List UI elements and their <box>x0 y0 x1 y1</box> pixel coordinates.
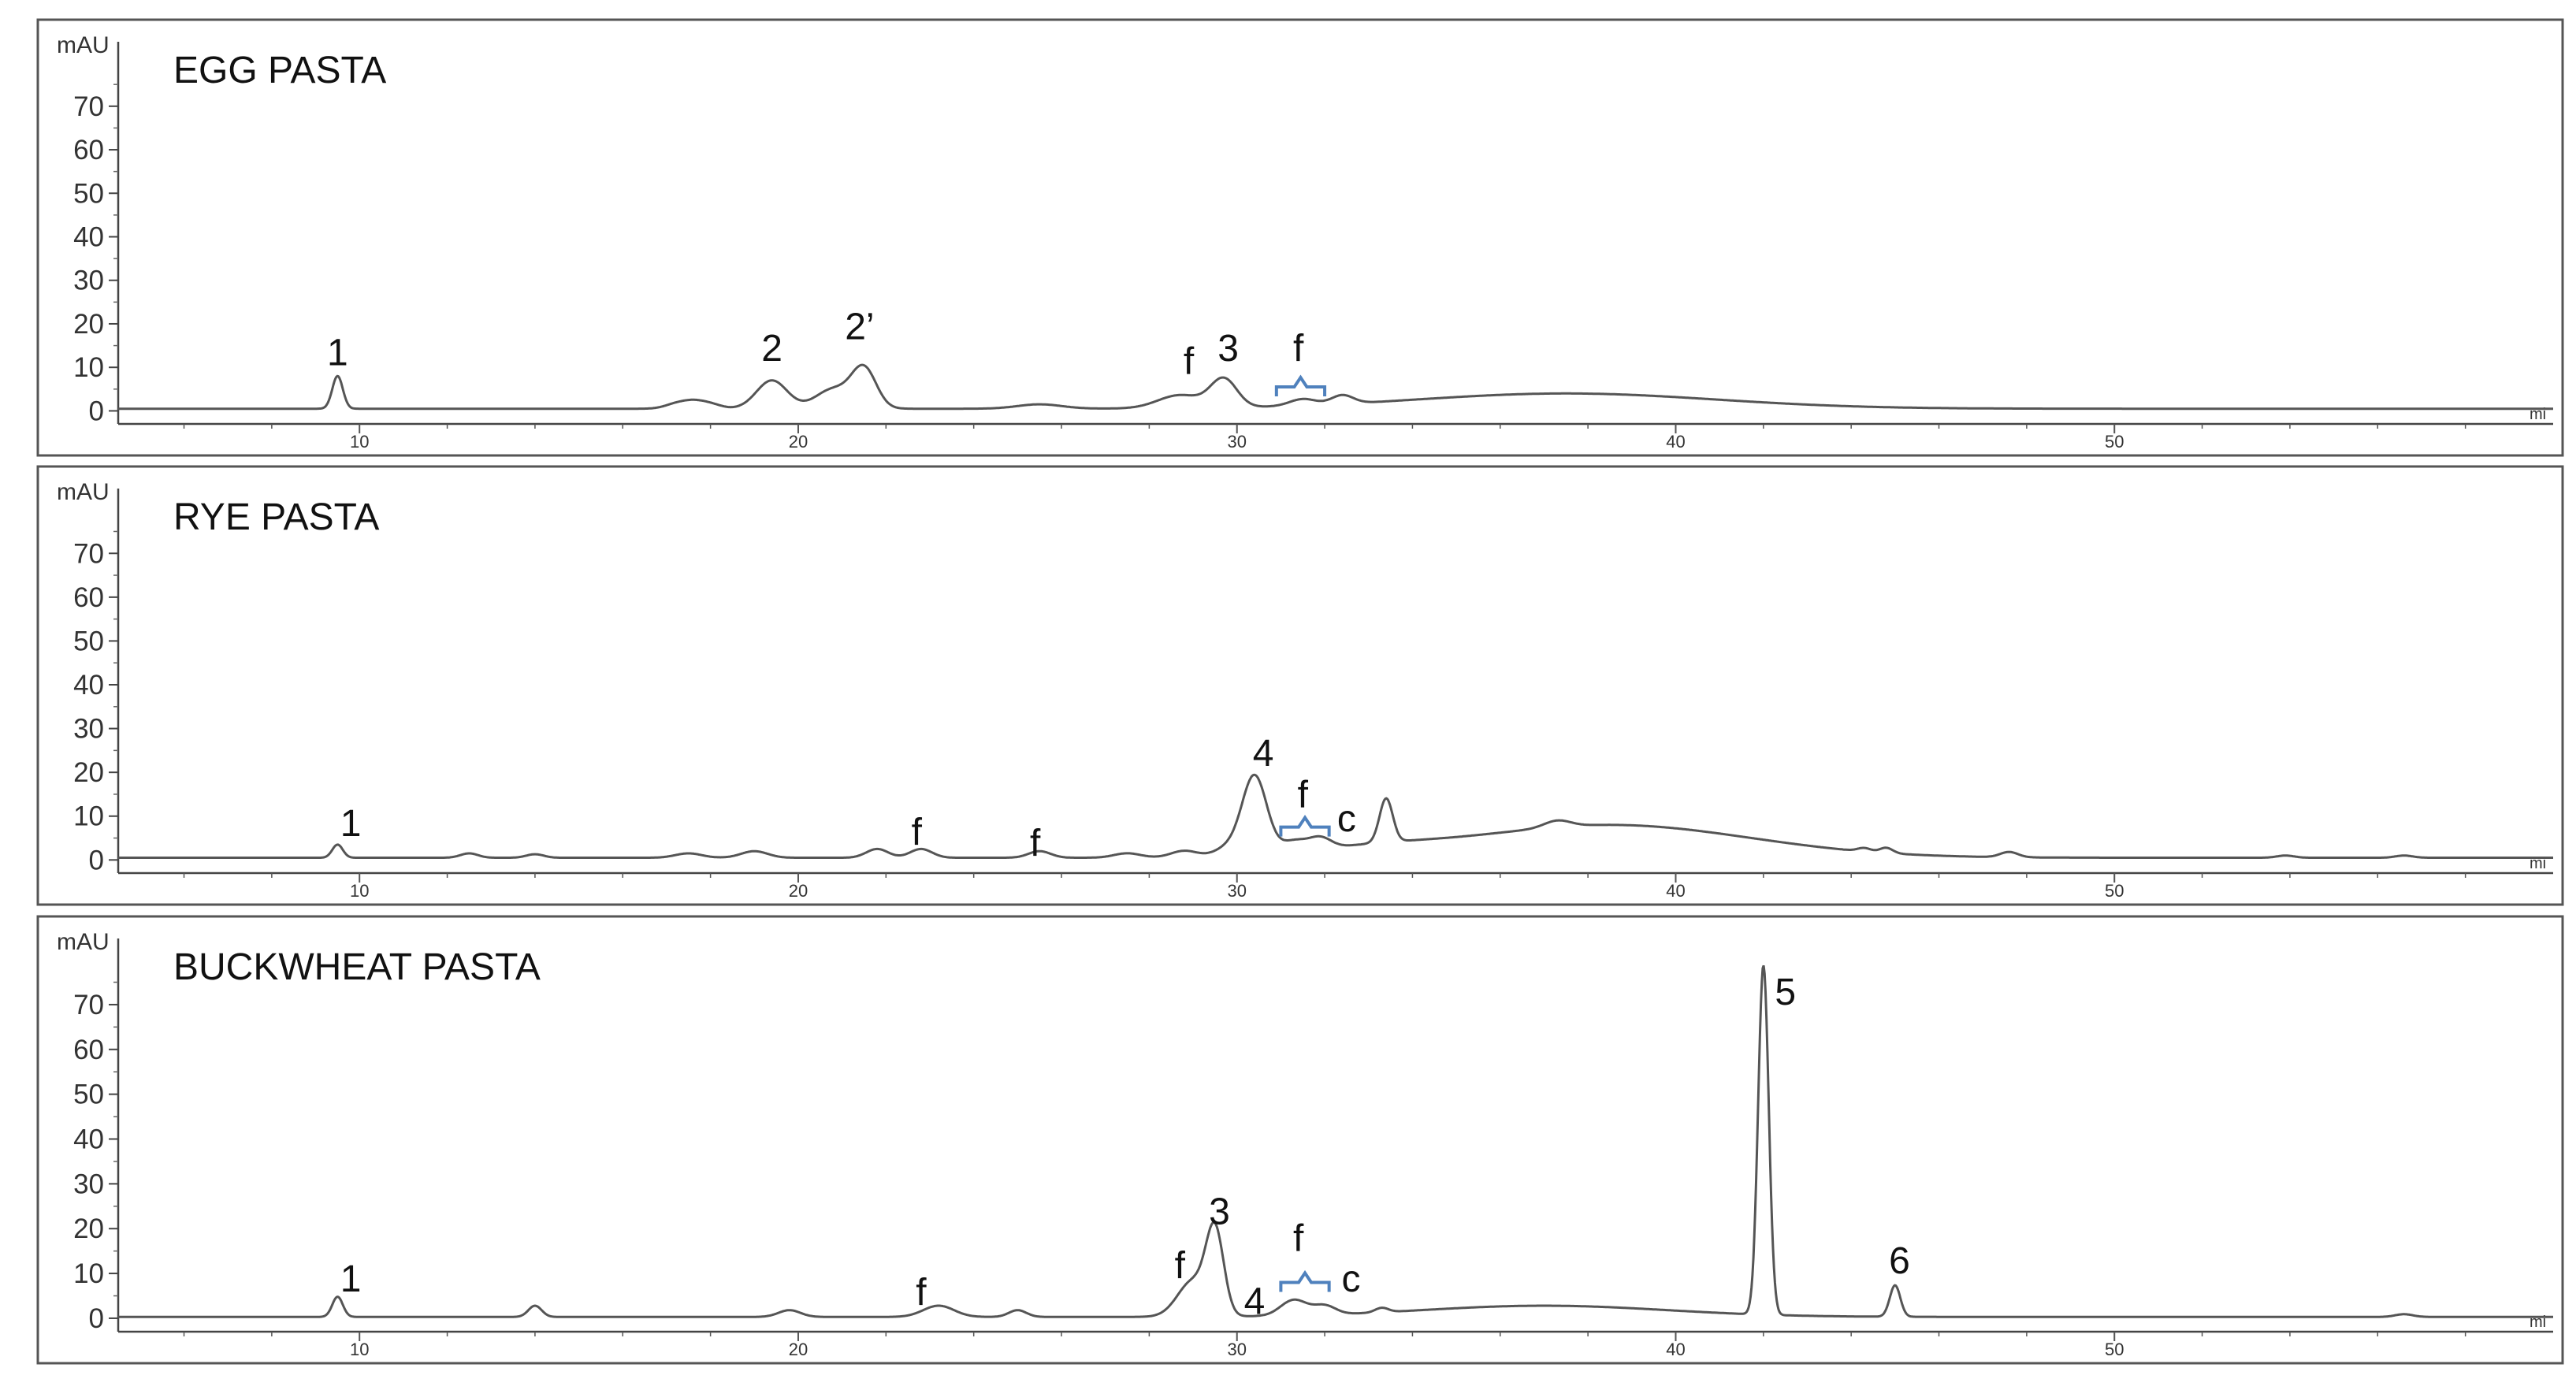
x-tick-label: 40 <box>1666 881 1685 901</box>
panel-frame <box>36 915 2564 1365</box>
x-tick-label: 20 <box>789 881 808 901</box>
y-tick-label: 60 <box>73 1035 104 1065</box>
x-tick-label: 50 <box>2105 1340 2124 1359</box>
peak-label: 1 <box>340 803 362 845</box>
panel-frame <box>36 465 2564 906</box>
y-tick-label: 0 <box>89 1303 104 1334</box>
y-tick-label: 30 <box>73 1169 104 1199</box>
peak-label: f <box>1184 340 1195 382</box>
x-tick-label: 40 <box>1666 432 1685 452</box>
y-tick-label: 70 <box>73 91 104 122</box>
y-tick-label: 50 <box>73 178 104 209</box>
y-tick-label: 40 <box>73 670 104 701</box>
y-tick-label: 40 <box>73 1124 104 1155</box>
panel-title: BUCKWHEAT PASTA <box>173 946 541 988</box>
peak-label: f <box>1030 823 1041 864</box>
peak-label: 2’ <box>845 306 874 348</box>
peak-label: 1 <box>340 1258 362 1300</box>
peak-label: 6 <box>1889 1240 1910 1282</box>
peak-label: f <box>1175 1245 1186 1287</box>
peak-label: f <box>1293 328 1304 370</box>
y-tick-label: 30 <box>73 266 104 296</box>
x-tick-label: 20 <box>789 432 808 452</box>
x-tick-label: 30 <box>1227 432 1246 452</box>
x-axis-label: mi <box>2530 855 2546 872</box>
y-tick-label: 50 <box>73 626 104 656</box>
peak-label: f <box>912 812 923 853</box>
y-tick-label: 50 <box>73 1080 104 1110</box>
panel-frame <box>36 18 2564 457</box>
y-tick-label: 10 <box>73 352 104 383</box>
x-tick-label: 30 <box>1227 1340 1246 1359</box>
peak-label: 4 <box>1253 733 1274 775</box>
x-tick-label: 30 <box>1227 881 1246 901</box>
y-tick-label: 20 <box>73 309 104 340</box>
x-tick-label: 50 <box>2105 881 2124 901</box>
peak-label: 1 <box>327 332 348 374</box>
x-axis-label: mi <box>2530 406 2546 423</box>
peak-label: c <box>1341 1258 1360 1300</box>
panel-title: EGG PASTA <box>173 50 386 91</box>
x-tick-label: 50 <box>2105 432 2124 452</box>
y-tick-label: 40 <box>73 222 104 253</box>
peak-label: f <box>1298 775 1309 816</box>
y-tick-label: 70 <box>73 538 104 569</box>
peak-label: 3 <box>1209 1191 1230 1233</box>
y-tick-label: 20 <box>73 757 104 788</box>
y-axis-label: mAU <box>57 929 110 955</box>
x-tick-label: 20 <box>789 1340 808 1359</box>
peak-bracket <box>1279 1269 1331 1292</box>
y-tick-label: 0 <box>89 396 104 426</box>
peak-bracket <box>1274 374 1327 397</box>
y-axis-label: mAU <box>57 479 110 505</box>
x-tick-label: 10 <box>350 432 369 452</box>
peak-label: 2 <box>761 328 782 370</box>
peak-label: 3 <box>1217 328 1239 370</box>
y-tick-label: 10 <box>73 1258 104 1289</box>
peak-label: f <box>916 1272 927 1314</box>
y-tick-label: 60 <box>73 135 104 165</box>
x-tick-label: 40 <box>1666 1340 1685 1359</box>
panel-1: 0 10 20 30 40 50 60 70 10 20 30 40 50 mAU mi EGG PASTA 1… <box>36 18 2564 457</box>
y-tick-label: 10 <box>73 801 104 832</box>
x-tick-label: 10 <box>350 1340 369 1359</box>
y-tick-label: 20 <box>73 1213 104 1244</box>
chromatogram-trace <box>118 964 2553 1318</box>
peak-label: 4 <box>1244 1280 1266 1322</box>
y-tick-label: 60 <box>73 582 104 613</box>
chromatogram-trace <box>118 363 2553 411</box>
chromatogram-trace <box>118 773 2553 859</box>
y-tick-label: 0 <box>89 845 104 875</box>
y-tick-label: 70 <box>73 990 104 1020</box>
panel-title: RYE PASTA <box>173 496 379 538</box>
panel-2: 0 10 20 30 40 50 60 70 10 20 30 40 50 mAU mi RYE PASTA 1… <box>36 465 2564 906</box>
peak-label: 5 <box>1775 972 1796 1013</box>
peak-bracket <box>1279 815 1331 837</box>
y-tick-label: 30 <box>73 714 104 745</box>
peak-label: c <box>1337 798 1356 840</box>
x-tick-label: 10 <box>350 881 369 901</box>
peak-label: f <box>1293 1218 1304 1260</box>
y-axis-label: mAU <box>57 32 110 58</box>
